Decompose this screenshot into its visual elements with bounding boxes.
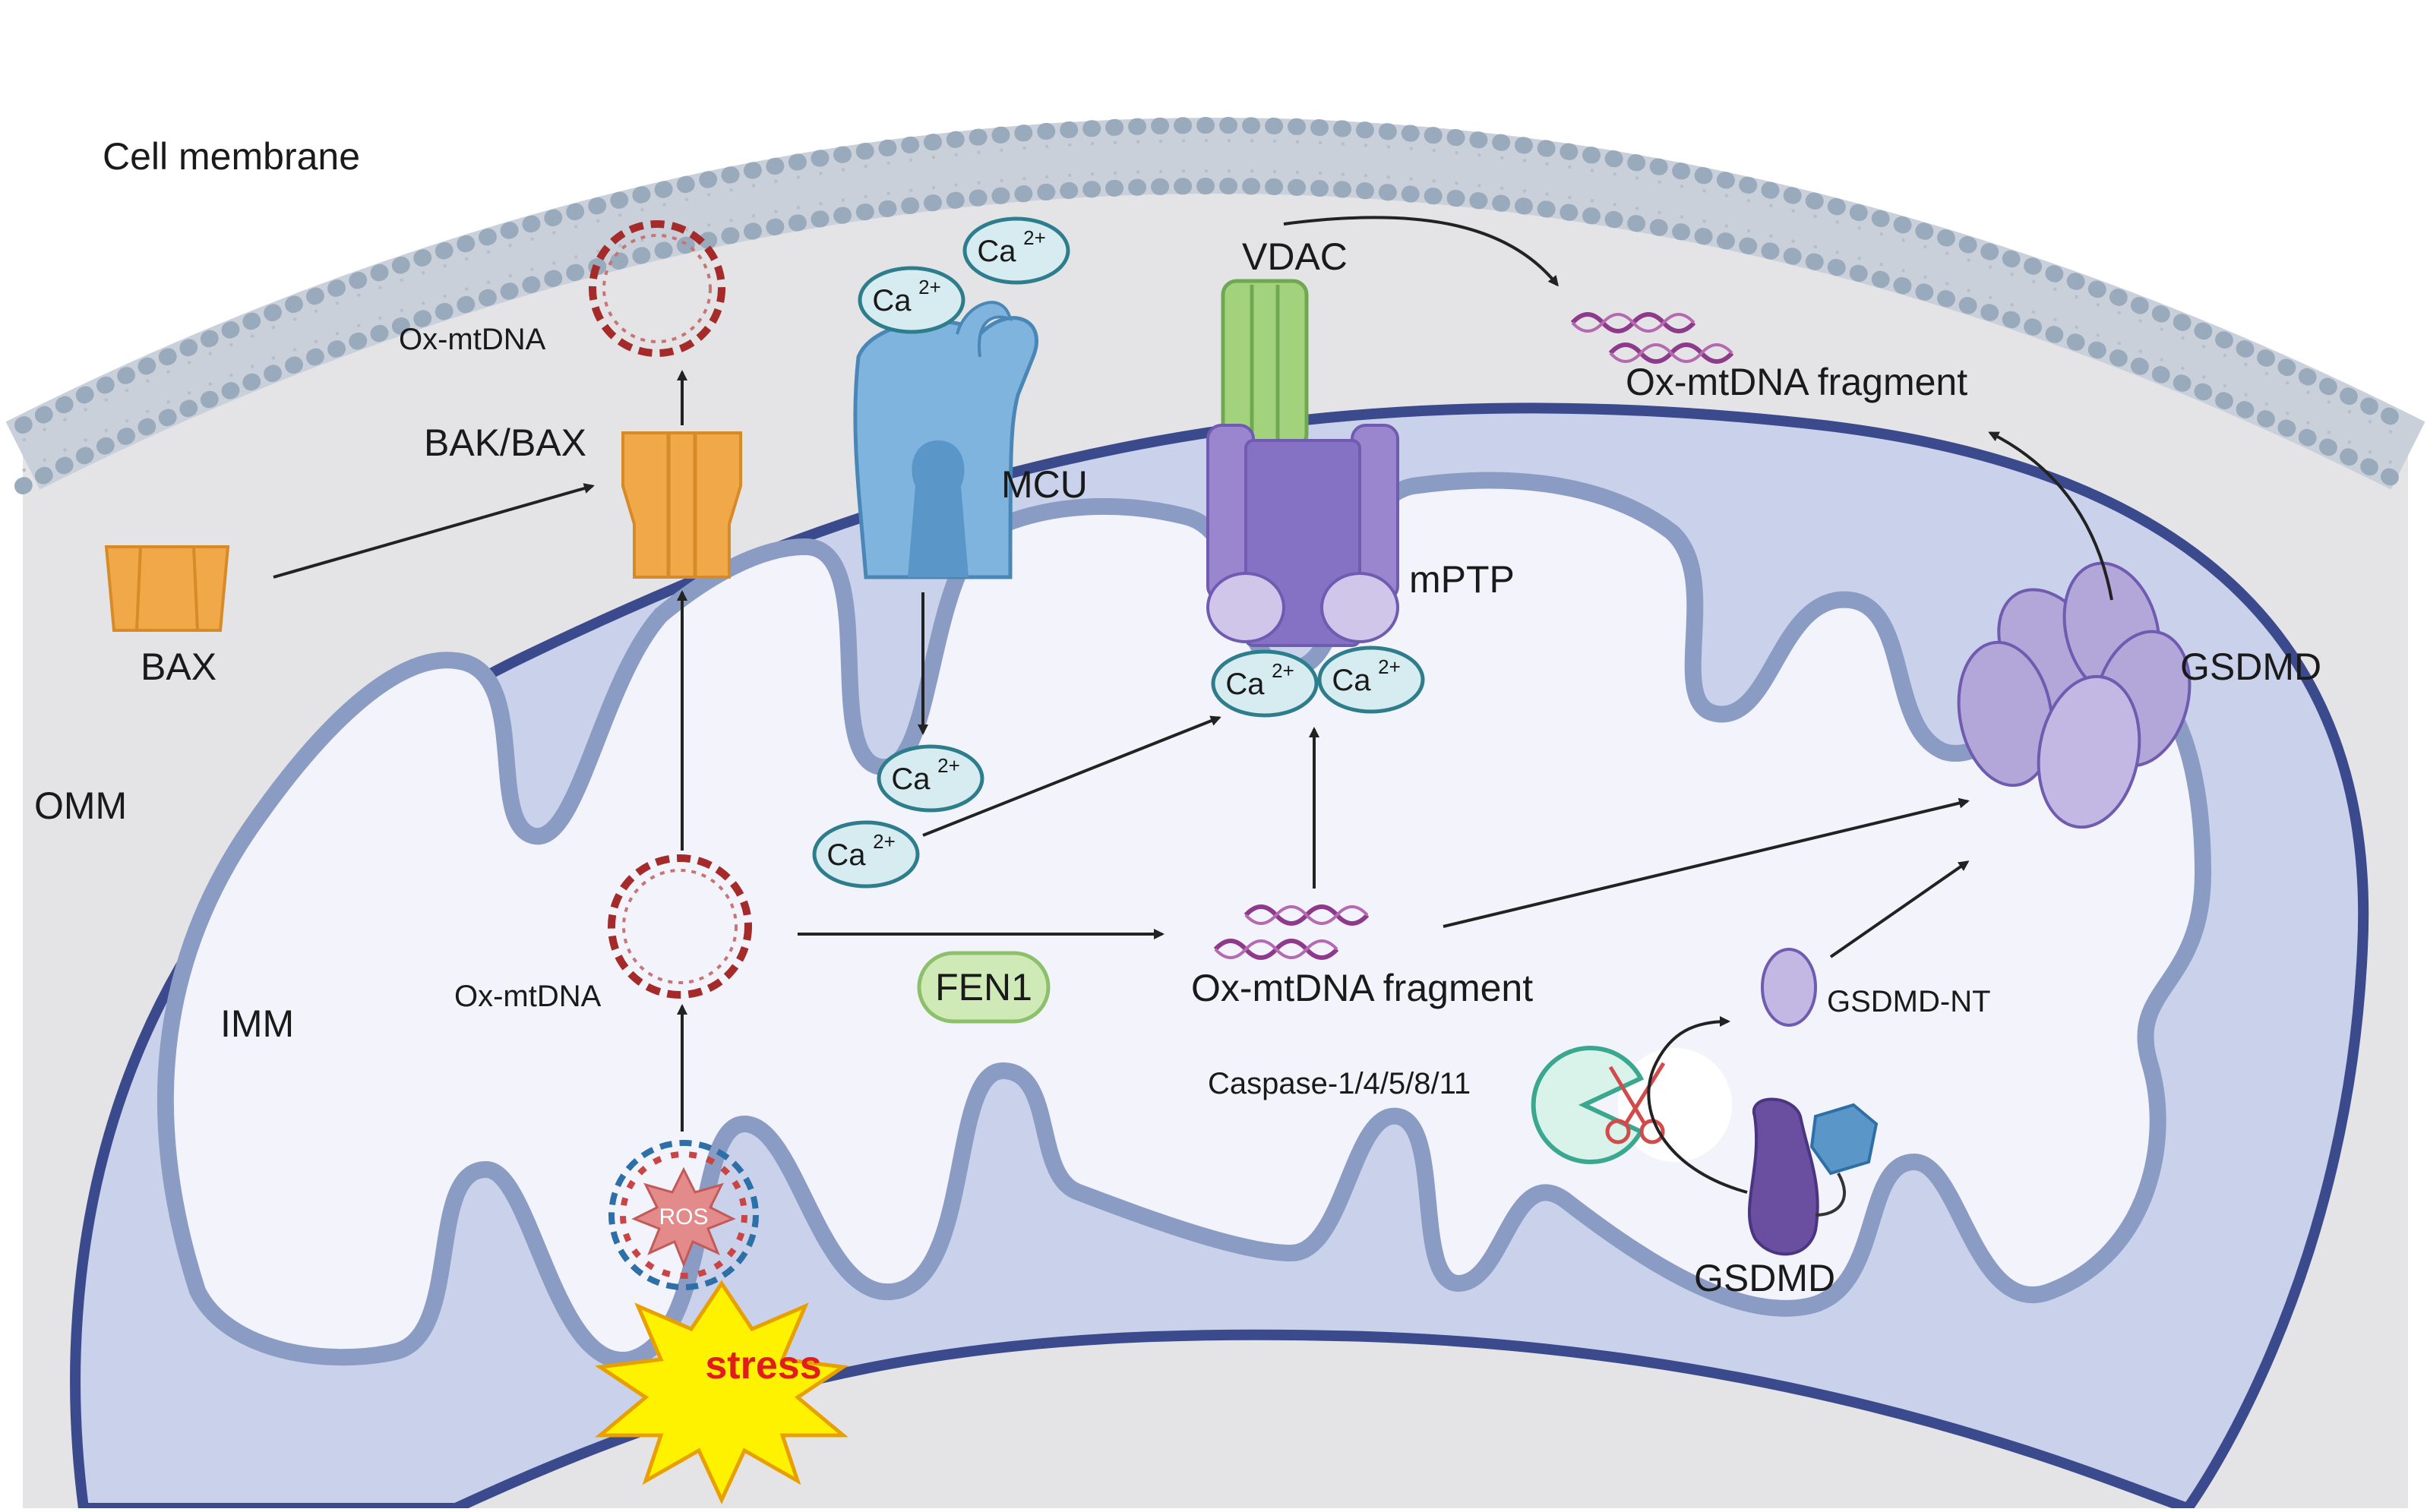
- gsdmd-full-protein: [1748, 1097, 1879, 1256]
- arrow-calcium-to-mptp: [922, 715, 1221, 837]
- vdac-label: VDAC: [1242, 235, 1348, 278]
- vdac-channel: [1221, 279, 1309, 450]
- cell-membrane-label: Cell membrane: [103, 135, 360, 178]
- svg-text:Ca: Ca: [891, 762, 931, 796]
- svg-text:2+: 2+: [937, 754, 960, 777]
- arrow-nt-to-gsdmd: [1829, 860, 1970, 958]
- svg-text:Ca: Ca: [977, 235, 1016, 268]
- bak-bax-pore: [621, 431, 742, 579]
- pathway-arrows: [273, 216, 2113, 1194]
- fen1-label: FEN1: [935, 966, 1032, 1009]
- calcium-ion: Ca 2+: [962, 216, 1070, 285]
- cell-membrane: [5, 117, 2425, 494]
- ox-mtdna-fragment-top: [1570, 312, 1734, 364]
- ros-damaged-dna: [608, 1140, 759, 1290]
- svg-text:2+: 2+: [1272, 659, 1294, 682]
- svg-text:Ca: Ca: [872, 284, 912, 317]
- bax-protein: [104, 545, 230, 632]
- svg-text:2+: 2+: [873, 830, 896, 853]
- ox-mtdna-top-label: Ox-mtDNA: [399, 323, 546, 356]
- arrow-caspase-cleavage: [1647, 1016, 1748, 1194]
- gsdmd-nt-label: GSDMD-NT: [1827, 985, 1991, 1018]
- gsdmd-nt-fragment: [1761, 948, 1817, 1027]
- fen1-enzyme: FEN1: [917, 951, 1051, 1024]
- svg-text:Ca: Ca: [1225, 668, 1265, 701]
- mcu-label: MCU: [1001, 463, 1088, 506]
- svg-text:2+: 2+: [1023, 226, 1046, 249]
- gsdmd-full-label: GSDMD: [1694, 1257, 1835, 1299]
- mcu-channel: [853, 301, 1039, 579]
- omm-label: OMM: [34, 784, 127, 827]
- gsdmd-pore: [1957, 561, 2192, 829]
- calcium-ion: Ca 2+: [1317, 646, 1425, 714]
- mptp-complex: [1206, 424, 1399, 647]
- ox-mtdna-fragment-center-label: Ox-mtDNA fragment: [1191, 967, 1533, 1009]
- caspase-label: Caspase-1/4/5/8/11: [1208, 1067, 1471, 1100]
- stress-burst: [595, 1280, 849, 1504]
- ox-mtdna-fragment-top-label: Ox-mtDNA fragment: [1626, 361, 1967, 403]
- scissors-icon: [1605, 1062, 1666, 1144]
- imm-label: IMM: [220, 1002, 294, 1045]
- arrow-gsdmd-release: [1988, 431, 2113, 601]
- calcium-ion: Ca 2+: [858, 266, 965, 334]
- calcium-ion: Ca 2+: [877, 744, 984, 813]
- stress-label: stress: [705, 1343, 821, 1387]
- svg-text:Ca: Ca: [826, 838, 866, 872]
- ox-mtdna-ring-center: [608, 854, 752, 999]
- bax-label: BAX: [141, 646, 216, 688]
- gsdmd-pore-label: GSDMD: [2180, 646, 2321, 688]
- calcium-ion: Ca 2+: [1211, 649, 1319, 718]
- arrow-bax-to-pore: [273, 483, 595, 579]
- arrow-fragment-to-gsdmd: [1443, 797, 1970, 928]
- bak-bax-label: BAK/BAX: [424, 421, 586, 464]
- svg-text:2+: 2+: [1378, 655, 1401, 678]
- svg-text:2+: 2+: [918, 276, 941, 298]
- ox-mtdna-fragment-center: [1213, 904, 1370, 960]
- svg-text:Ca: Ca: [1332, 664, 1371, 697]
- calcium-ion: Ca 2+: [812, 820, 920, 889]
- mptp-label: mPTP: [1409, 558, 1515, 601]
- arrow-vdac-release: [1283, 216, 1559, 287]
- ros-label: ROS: [659, 1204, 708, 1229]
- ox-mtdna-ring-top: [589, 220, 725, 357]
- ox-mtdna-center-label: Ox-mtDNA: [454, 980, 602, 1013]
